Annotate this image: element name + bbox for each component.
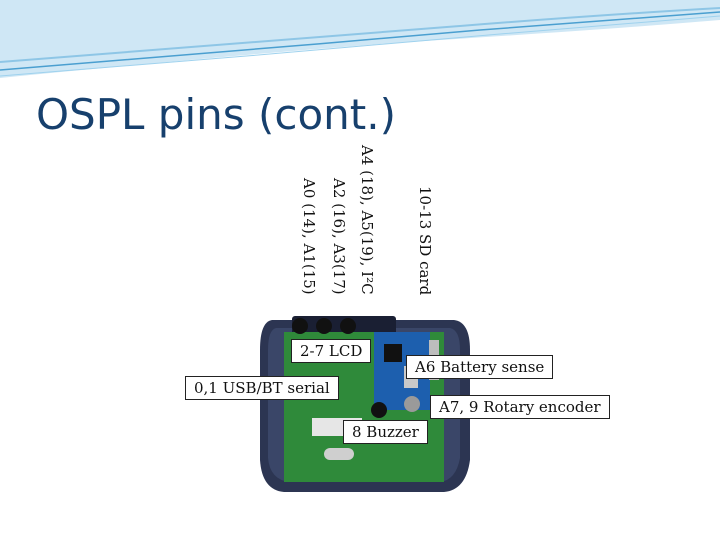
label-a2-a3-pins: A2 (16), A3(17) [330, 178, 348, 295]
label-battery-sense: A6 Battery sense [406, 355, 554, 379]
slide-title: OSPL pins (cont.) [36, 90, 396, 139]
label-sd-card: 10-13 SD card [416, 186, 434, 296]
label-i2c-pins: A4 (18), A5(19), I²C [358, 145, 376, 295]
label-lcd-pins: 2-7 LCD [291, 339, 372, 363]
label-a0-a1-pins: A0 (14), A1(15) [300, 178, 318, 295]
label-buzzer: 8 Buzzer [343, 420, 428, 444]
header-wave-decoration [0, 0, 720, 78]
label-rotary-encoder: A7, 9 Rotary encoder [430, 395, 610, 419]
label-usb-bt-serial: 0,1 USB/BT serial [185, 376, 339, 400]
